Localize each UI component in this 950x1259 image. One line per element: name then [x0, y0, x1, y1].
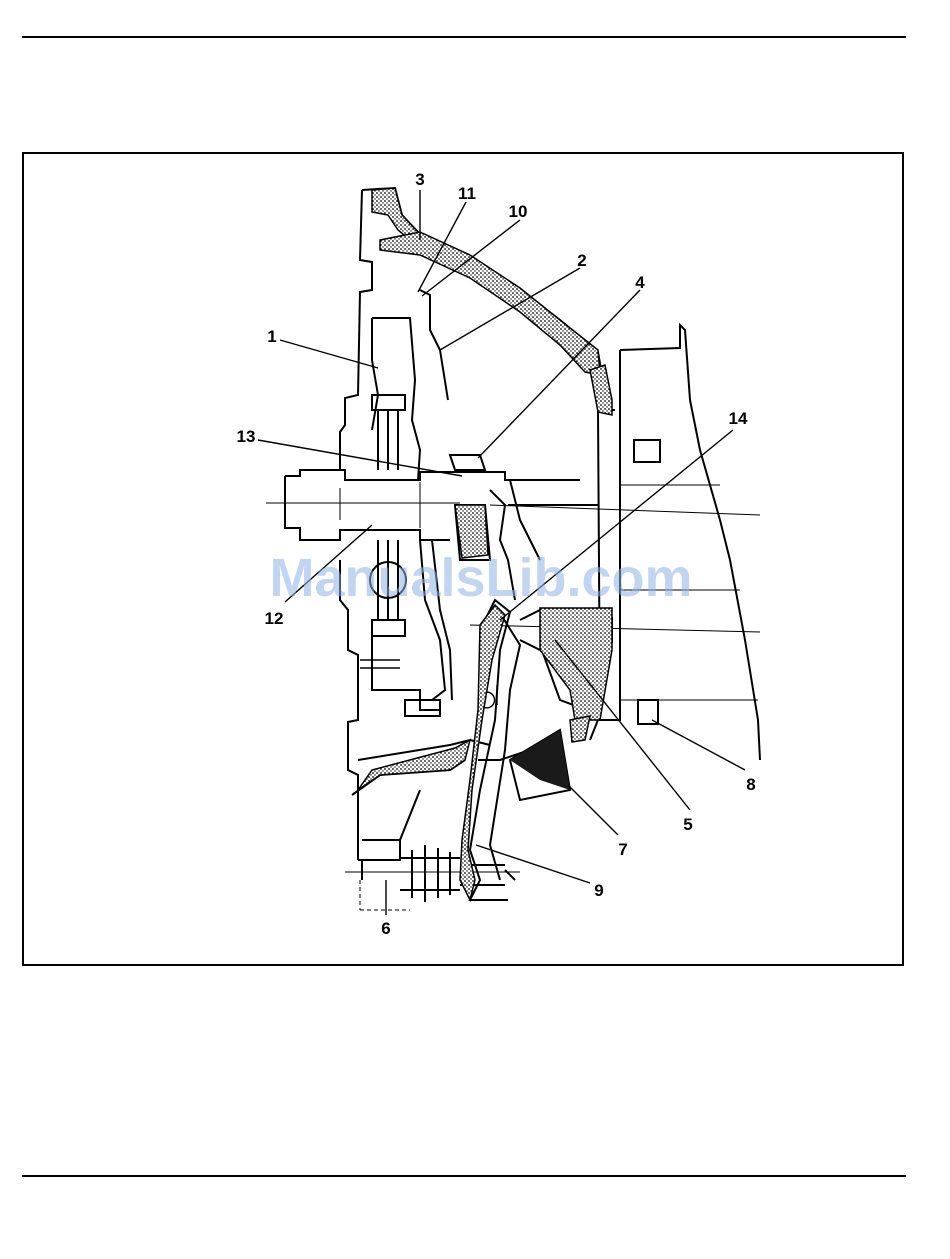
callout-14: 14	[729, 409, 748, 428]
callout-3: 3	[415, 170, 424, 189]
callout-1: 1	[267, 327, 276, 346]
callout-4: 4	[635, 273, 645, 292]
stippled-sections	[358, 188, 612, 900]
fork-boot	[510, 730, 570, 790]
callout-5: 5	[683, 815, 692, 834]
callout-9: 9	[594, 881, 603, 900]
callout-6: 6	[381, 919, 390, 938]
callout-12: 12	[265, 609, 284, 628]
callout-13: 13	[237, 427, 256, 446]
callout-2: 2	[577, 251, 586, 270]
callout-10: 10	[509, 202, 528, 221]
callout-11: 11	[458, 184, 476, 203]
callout-7: 7	[618, 840, 627, 859]
watermark: ManualsLib.com	[269, 548, 692, 608]
footer-rule	[22, 1175, 906, 1177]
callout-8: 8	[746, 775, 755, 794]
